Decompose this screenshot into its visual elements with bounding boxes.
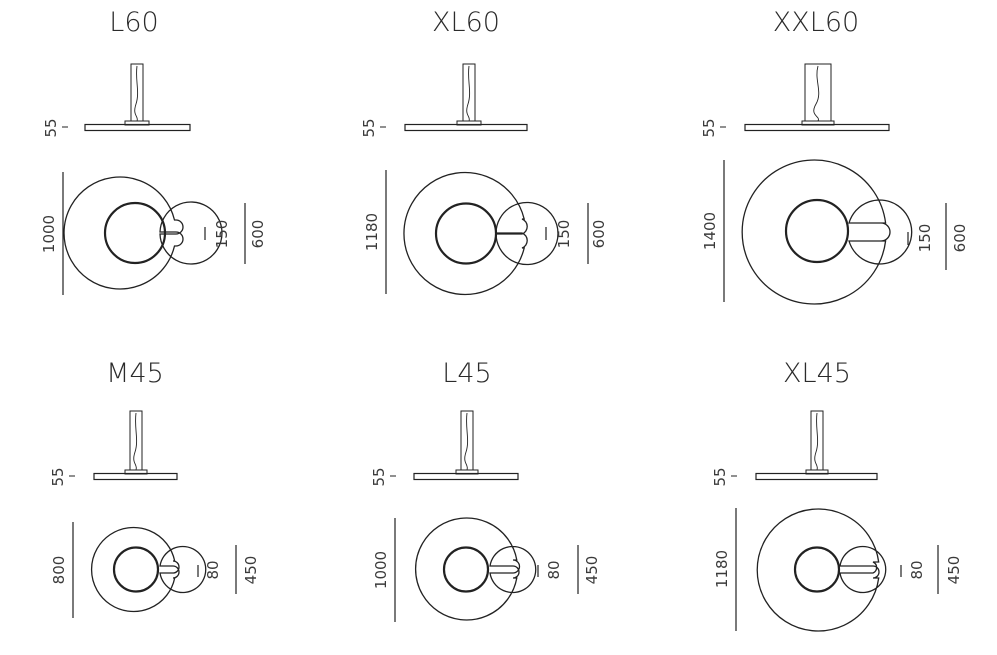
side-view	[93, 410, 178, 481]
top-view	[90, 526, 207, 613]
side-view	[413, 410, 519, 481]
inner-diameter-label: 600	[590, 220, 608, 249]
model-title: L45	[442, 358, 491, 389]
base-height-label: 55	[49, 467, 67, 486]
base-height-label: 55	[700, 118, 718, 137]
inner-gap-label: 150	[213, 220, 231, 249]
length-label: 1180	[713, 550, 731, 588]
panel-xxl60: XXL60 55 1400 150 600	[700, 7, 969, 305]
panel-l45: L45 55 1000 80 450	[370, 358, 601, 622]
base-height-label: 55	[42, 118, 60, 137]
panel-m45: M45 55 800 80 450	[49, 358, 260, 618]
base-height-label: 55	[711, 467, 729, 486]
model-title: XXL60	[773, 7, 859, 38]
inner-diameter-label: 600	[951, 224, 969, 253]
inner-diameter-label: 450	[945, 556, 963, 585]
inner-gap-label: 150	[555, 220, 573, 249]
model-title: M45	[106, 358, 164, 389]
model-title: XL60	[432, 7, 500, 38]
side-view	[404, 63, 528, 132]
top-view	[741, 159, 913, 305]
inner-diameter-label: 450	[583, 556, 601, 585]
inner-diameter-label: 450	[242, 556, 260, 585]
length-label: 1180	[363, 213, 381, 251]
top-view	[63, 176, 223, 290]
side-view	[755, 410, 878, 481]
length-label: 1000	[40, 215, 58, 253]
side-view	[744, 63, 890, 132]
length-label: 1000	[372, 551, 390, 589]
panel-xl60: XL60 55 1180 150 600	[360, 7, 608, 296]
base-height-label: 55	[370, 467, 388, 486]
inner-gap-label: 80	[204, 560, 222, 579]
panel-xl45: XL45 55 1180 80 450	[711, 358, 963, 632]
inner-gap-label: 150	[916, 224, 934, 253]
length-label: 1400	[701, 212, 719, 250]
inner-gap-label: 80	[908, 560, 926, 579]
base-height-label: 55	[360, 118, 378, 137]
top-view	[403, 171, 559, 296]
side-view	[84, 63, 191, 132]
panel-l60: L60 55 1000 150 600	[40, 7, 267, 295]
model-title: L60	[109, 7, 158, 38]
inner-gap-label: 80	[545, 560, 563, 579]
inner-diameter-label: 600	[249, 220, 267, 249]
length-label: 800	[50, 556, 68, 585]
top-view	[756, 508, 887, 632]
model-title: XL45	[783, 358, 851, 389]
top-view	[415, 517, 537, 621]
